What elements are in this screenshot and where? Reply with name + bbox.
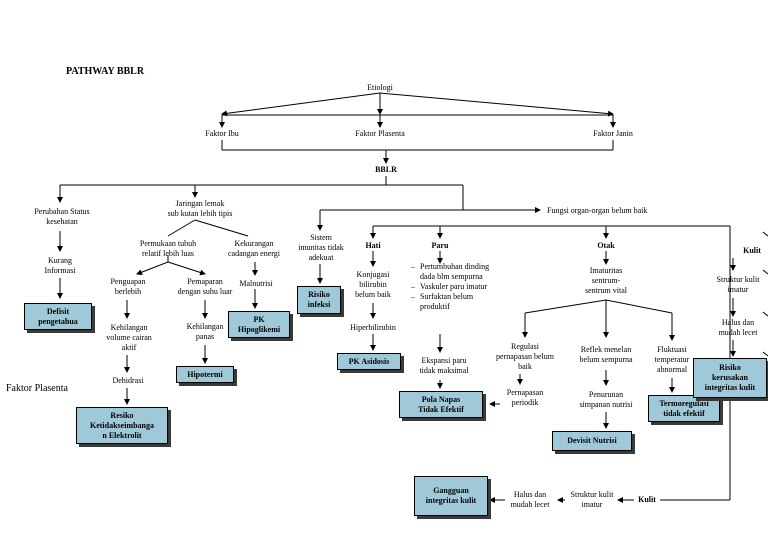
box-gangguan-integritas-kulit: Gangguan integritas kulit [414,476,488,516]
node-pernapasan-periodik: Pernapasan periodik [506,388,544,407]
node-halus-right: Halus dan mudah lecet [718,318,758,337]
node-permukaan-tubuh: Permukaan tubuh relatif lebih luas [139,239,197,258]
node-fungsi-organ: Fungsi organ-organ belum baik [547,206,648,215]
node-dehidrasi: Dehidrasi [112,376,144,385]
node-halus-bottom: Halus dan mudah lecet [510,490,550,509]
node-penguapan: Penguapan berlebih [110,277,146,296]
node-pemaparan: Pemaparan dengan suhu luar [177,277,233,296]
paru-list: –Pertumbuhan dinding dada blm sempurna –… [410,262,504,312]
node-kekurangan-cadangan: Kekurangan cadangan energi [227,239,281,258]
node-struktur-kulit-right: Struktur kulit imatur [716,275,760,294]
node-faktor-janin: Faktor Janin [593,129,633,138]
node-etiologi: Etiologi [367,83,393,92]
node-sistem-imunitas: Sistem imunitas tidak adekuat [298,233,344,262]
node-fluktuasi: Fluktuasi temperatur abnormal [654,345,690,374]
node-faktor-plasenta: Faktor Plasenta [355,129,405,138]
node-otak: Otak [597,241,615,250]
box-pk-hipoglikemi: PK Hipoglikemi [228,311,290,338]
node-paru: Paru [431,241,449,250]
node-jaringan-lemak: Jaringan lemak sub kutan lebih tipis [167,199,233,218]
box-termoregulasi: Termoregulasi tidak efektif [648,395,720,422]
side-label: Faktor Plasenta [6,383,68,394]
box-pola-napas: Pola Napas Tidak Efektif [399,391,483,418]
node-hiperbilirubin: Hiperbilirubin [350,323,396,332]
node-reflek: Reflek menelan belum sempurna [579,345,633,364]
node-malnutrisi: Malnutrisi [239,279,273,288]
node-kehilangan-panas: Kehilangan panas [186,322,224,341]
box-hipotermi: Hipotermi [176,366,234,383]
node-kulit-bottom: Kulit [638,495,656,504]
box-defisit-nutrisi: Devisit Nutrisi [552,431,632,451]
node-kurang-informasi: Kurang Informasi [44,256,76,275]
node-faktor-ibu: Faktor Ibu [205,129,239,138]
box-resiko-kerusakan-kulit: Risiko kerusakan integritas kulit [693,358,767,398]
box-resiko-ketidakseimbangan: Resiko Ketidakseimbanga n Elektrolit [76,407,168,444]
node-penurunan: Penurunan simpanan nutrisi [579,390,633,409]
paru-list-item: –Surfaktan belum produktif [411,292,474,311]
box-defisit-pengetahuan: Defisit pengetahua [24,303,92,330]
paru-list-item: –Vaskuler paru imatur [411,282,488,291]
node-konjugasi: Konjugasi bilirubin belum baik [355,270,391,299]
node-kehilangan-volume: Kehilangan volume cairan aktif [106,323,152,352]
box-pk-asidosis: PK Asidosis [337,353,401,370]
node-bblr: BBLR [375,165,397,174]
node-ekspansi-paru: Ekspansi paru tidak maksimal [419,356,469,375]
box-resiko-infeksi: Risiko infeksi [297,286,341,314]
diagram-title: PATHWAY BBLR [66,66,145,77]
paru-list-item: –Pertumbuhan dinding dada blm sempurna [411,262,490,281]
node-hati: Hati [365,241,381,250]
node-kulit-right: Kulit [743,246,761,255]
node-regulasi: Regulasi pernapasan belum baik [496,342,554,371]
node-imaturitas: Imaturitas sentrum- sentrum vital [585,266,627,295]
node-perubahan-status: Perubahan Status kesehatan [34,207,90,226]
node-struktur-kulit-bottom: Struktur kulit imatur [570,490,614,509]
